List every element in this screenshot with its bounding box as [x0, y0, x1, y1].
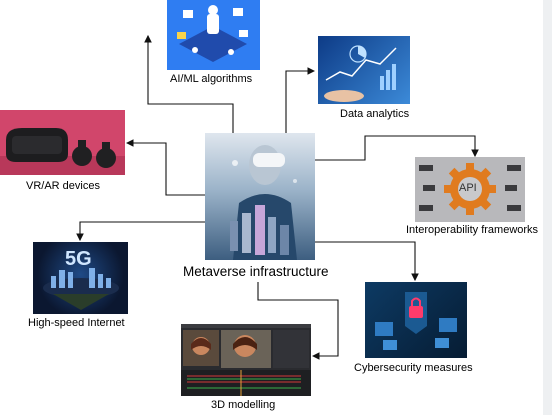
center-vr-headset-image: [205, 133, 315, 260]
api-gear-illustration: [419, 163, 521, 215]
data-analytics-image: [318, 36, 410, 104]
vr-ar-label: VR/AR devices: [26, 180, 100, 192]
ai-ml-label: AI/ML algorithms: [170, 73, 253, 85]
interoperability-image: API: [415, 157, 525, 222]
cybersecurity-label: Cybersecurity measures: [354, 362, 473, 374]
high-speed-internet-label: High-speed Internet: [28, 317, 125, 329]
connector-high-speed-internet: [76, 221, 206, 242]
3d-modelling-image: [181, 324, 311, 396]
3d-editor-illustration: [181, 324, 311, 396]
connector-interoperability: [315, 135, 479, 161]
connector-ai-ml: [144, 34, 234, 133]
5g-badge: 5G: [65, 248, 92, 270]
high-speed-internet-image: 5G: [33, 242, 128, 314]
robot-network-illustration: [177, 5, 248, 62]
connector-cybersecurity: [315, 241, 419, 282]
connector-vr-ar: [125, 139, 206, 196]
cybersecurity-image: [365, 282, 467, 358]
vr-ar-image: [0, 110, 125, 175]
ai-ml-image: [167, 0, 260, 70]
interoperability-label: Interoperability frameworks: [406, 224, 539, 236]
api-badge: API: [459, 182, 477, 194]
analytics-illustration: [324, 45, 397, 102]
data-analytics-label: Data analytics: [340, 108, 410, 120]
3d-modelling-label: 3D modelling: [211, 399, 276, 411]
connector-data-analytics: [285, 67, 316, 133]
vr-person-illustration: [230, 145, 297, 260]
5g-city-illustration: [43, 268, 119, 310]
right-edge-strip: [543, 0, 552, 415]
security-lock-illustration: [375, 292, 457, 350]
vr-headset-controllers-illustration: [0, 128, 125, 175]
center-label: Metaverse infrastructure: [183, 264, 329, 279]
connector-3d-modelling: [257, 282, 339, 360]
